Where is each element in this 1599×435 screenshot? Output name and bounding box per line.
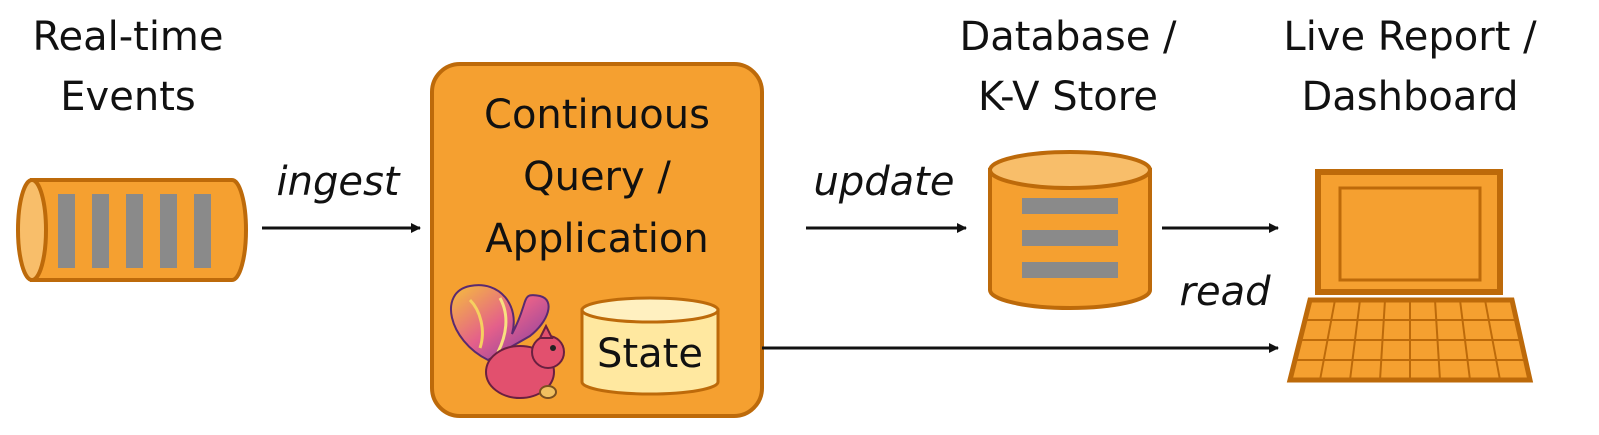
db-title-line1: Database / (959, 14, 1177, 60)
computer-icon (1286, 169, 1534, 383)
ingest-label: ingest (277, 159, 401, 205)
update-label: update (814, 159, 955, 205)
events-title-line1: Real-time (32, 14, 223, 60)
application-title-line3: Application (485, 216, 709, 262)
state-label: State (597, 331, 703, 377)
report-title-line2: Dashboard (1301, 74, 1518, 120)
flink-squirrel-icon (450, 284, 565, 399)
report-title-line1: Live Report / (1283, 14, 1537, 60)
db-title-line2: K-V Store (978, 74, 1158, 120)
read-label: read (1180, 269, 1272, 315)
application-title-line2: Query / (523, 154, 671, 200)
event-queue-icon (16, 178, 248, 282)
application-title-line1: Continuous (484, 92, 710, 138)
state-store-icon (580, 296, 720, 396)
database-cylinder-icon (988, 150, 1152, 310)
events-title-line2: Events (60, 74, 195, 120)
